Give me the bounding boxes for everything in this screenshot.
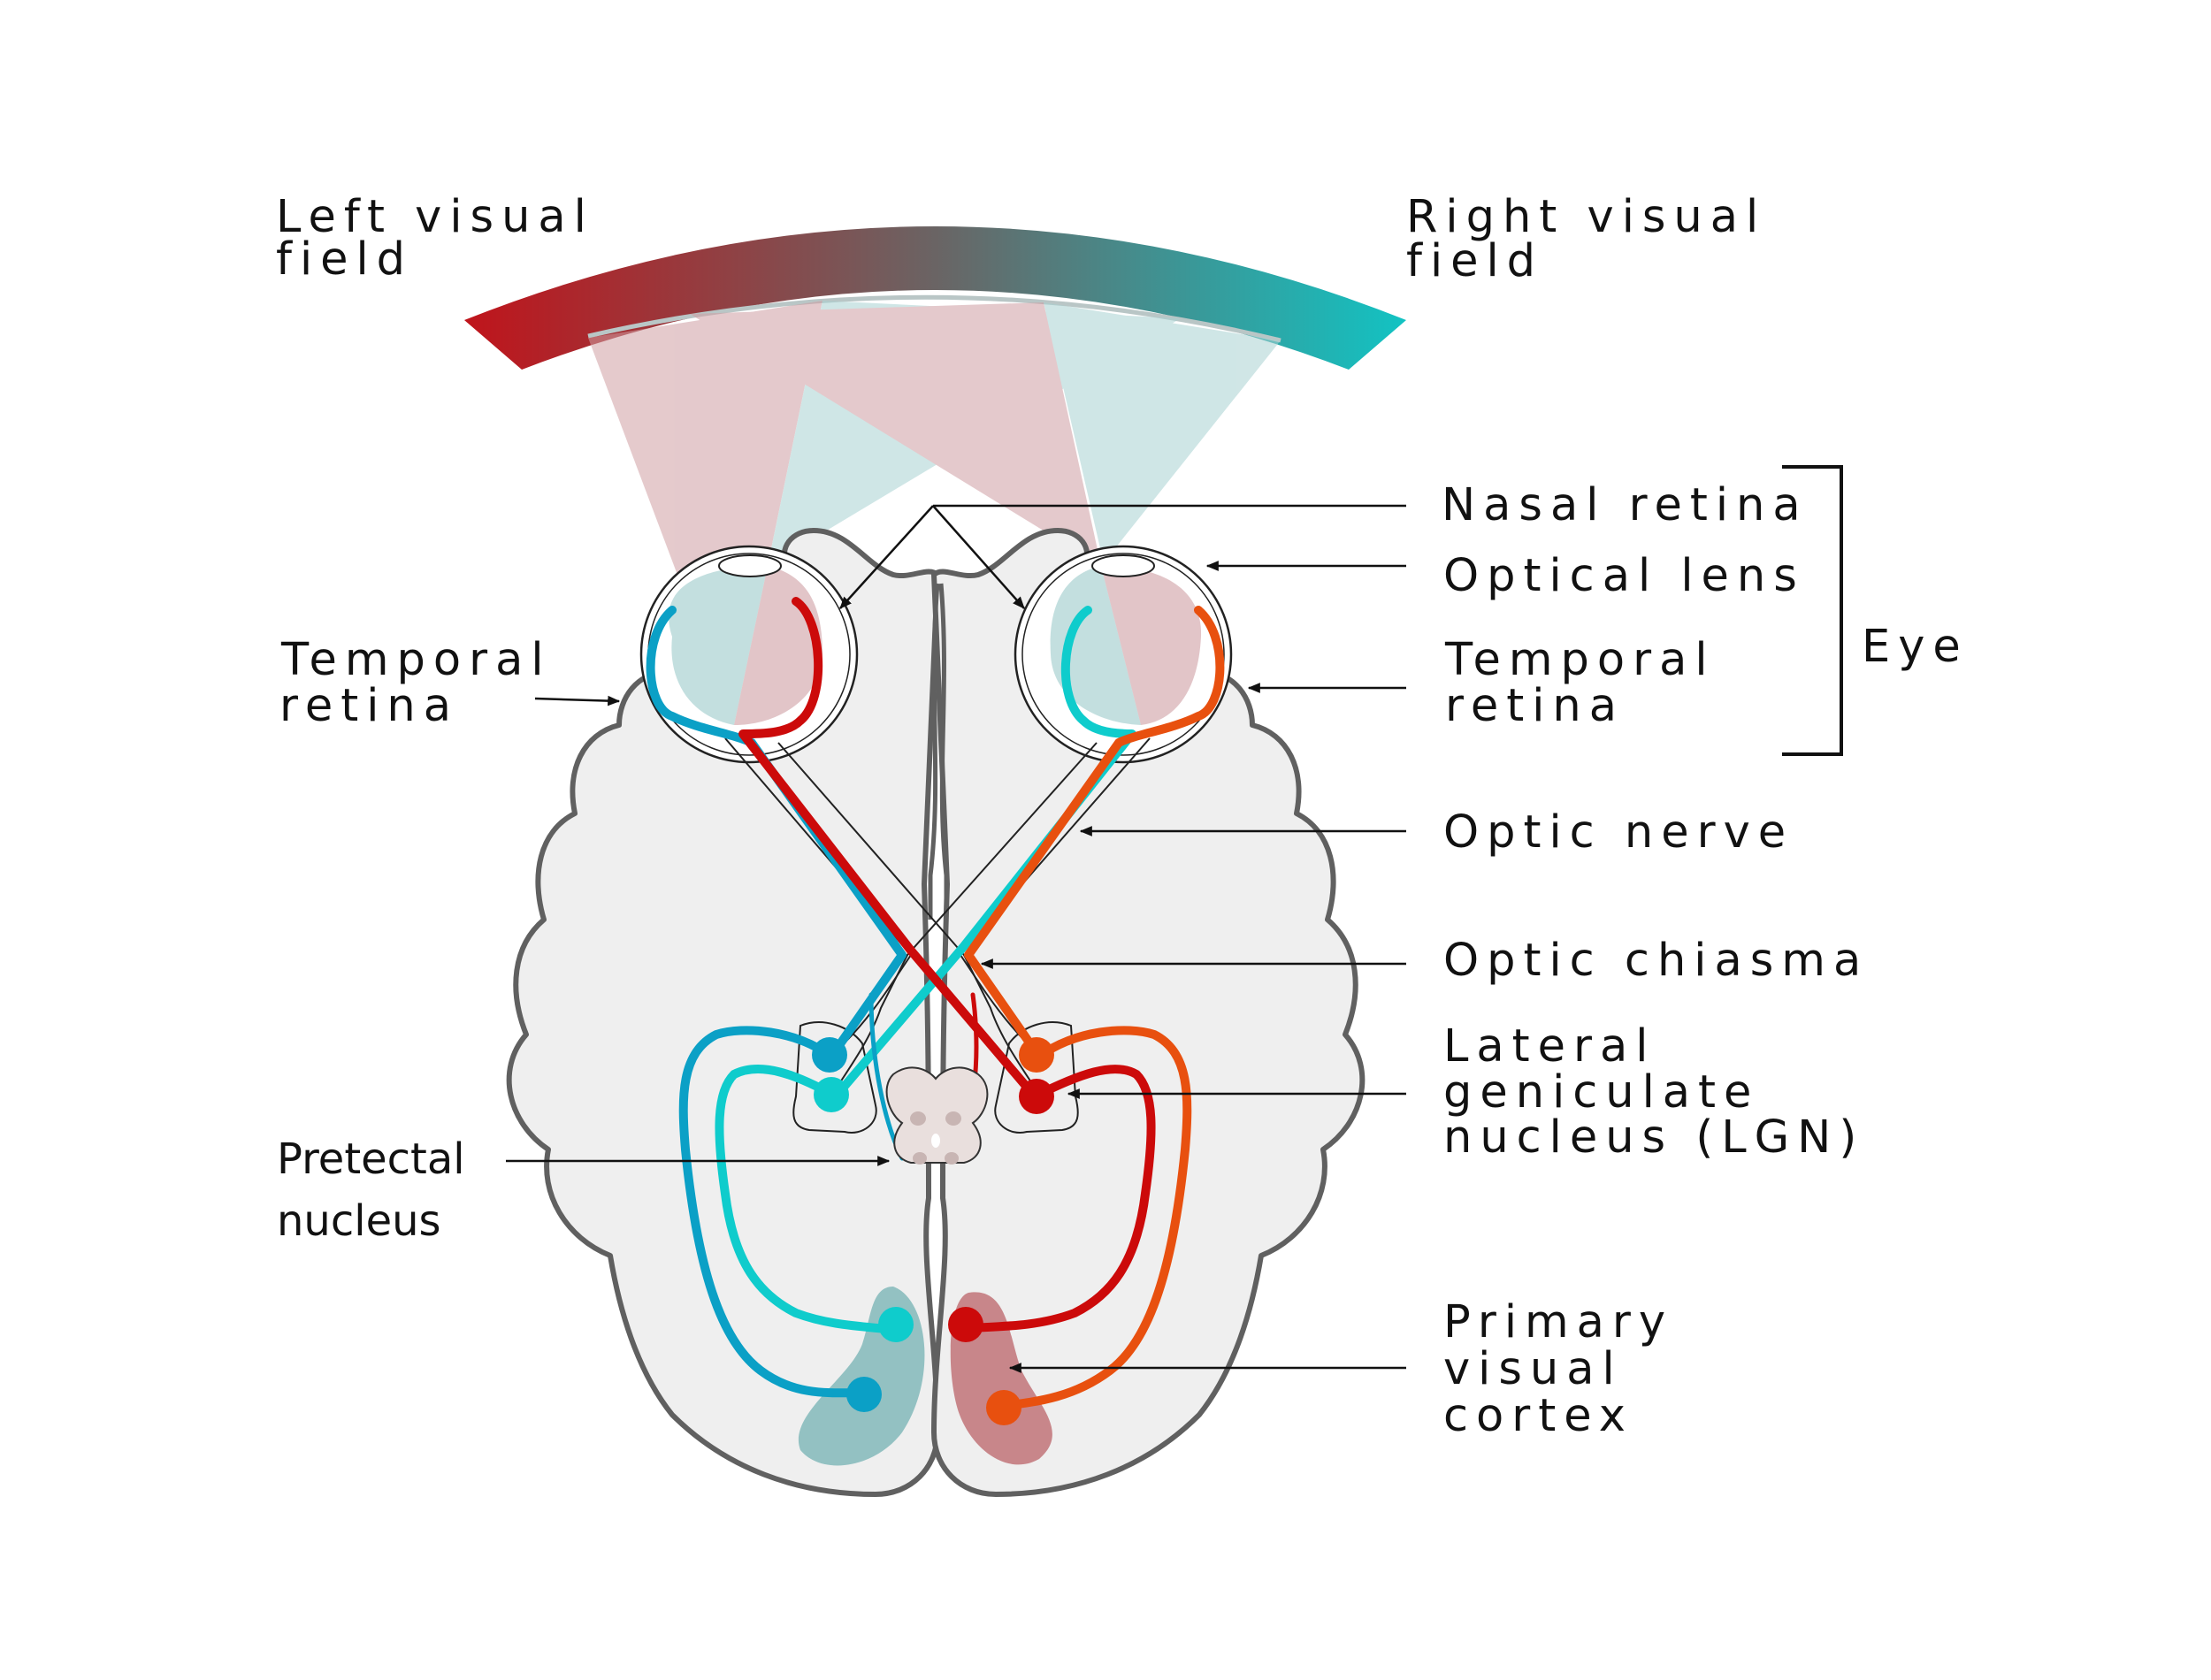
temporal-retina-right-label: Temporal (1444, 634, 1716, 686)
nasal-retina-label: Nasal retina (1442, 479, 1809, 531)
optic-chiasma-label: Optic chiasma (1443, 935, 1869, 987)
primary-visual-cortex-label-2: visual (1443, 1343, 1623, 1395)
lgn-label-3: nucleus (LGN) (1443, 1111, 1864, 1164)
cortex-orange-dot (986, 1390, 1021, 1425)
cortex-red-dot (948, 1307, 983, 1342)
orange-pathway (964, 606, 1225, 1410)
right-eye-red-cone (690, 302, 1101, 566)
temporal-retina-left-arrow (534, 695, 621, 706)
primary-visual-cortex-label: Primary (1443, 1296, 1673, 1348)
pretectal-dot-center (931, 1134, 940, 1148)
pretectal-dot-left (910, 1111, 926, 1126)
lgn-label: Lateral (1443, 1020, 1656, 1073)
right-visual-field-label-2: field (1406, 235, 1543, 287)
lgn-blue-dot (812, 1037, 847, 1073)
cortex-blue-dot (846, 1377, 882, 1412)
left-hemisphere (506, 528, 940, 1497)
visual-field-arc (464, 226, 1406, 370)
pretectal-dot-right (945, 1111, 961, 1126)
lgn-orange-dot (1019, 1037, 1054, 1073)
right-eye-chamber-teal (1050, 566, 1141, 725)
cyan-pathway (715, 606, 1136, 1335)
primary-visual-cortex-label-3: cortex (1443, 1390, 1633, 1442)
brain-outline (506, 528, 1366, 1497)
midline-fissure (928, 583, 949, 920)
lgn-red-dot (1019, 1079, 1054, 1114)
field-of-view-cones (588, 301, 1281, 725)
right-eyeball-inner (1021, 553, 1225, 756)
right-eye-chamber-red (1101, 566, 1202, 725)
optic-nerve-label: Optic nerve (1443, 806, 1794, 859)
cortex-cyan-dot (878, 1307, 914, 1342)
pretectal-nucleus-label: Pretectal (277, 1134, 465, 1184)
blue-pathway (646, 606, 907, 1398)
right-hemisphere (931, 528, 1366, 1497)
temporal-retina-right-label-2: retina (1445, 680, 1625, 732)
red-pathway (738, 597, 1156, 1333)
pretectal-nucleus-structure (885, 1066, 989, 1165)
pretectal-dot-bottom-left (913, 1152, 927, 1165)
lgn-label-2: geniculate (1443, 1066, 1759, 1119)
pretectal-dot-bottom-right (945, 1152, 959, 1165)
left-optical-lens-icon (718, 554, 782, 577)
left-visual-field-label-2: field (276, 233, 413, 286)
right-nerve-sheath-inner (836, 742, 1098, 1088)
nuclei-dots (812, 1037, 1054, 1425)
nasal-retina-arrow-right (932, 505, 1025, 609)
visual-field-inner-edge (587, 294, 1281, 343)
eye-bracket (1782, 465, 1843, 756)
pretectal-body (885, 1066, 989, 1164)
right-visual-field-label: Right visual (1406, 191, 1766, 243)
pretectal-nucleus-label-2: nucleus (277, 1196, 441, 1246)
temporal-retina-left-label: Temporal (280, 634, 552, 686)
left-nerve-sheath-inner (777, 742, 1036, 1088)
nasal-retina-arrow-left (839, 505, 934, 609)
neural-pathways (646, 597, 1225, 1410)
lgn-cyan-dot (814, 1077, 849, 1112)
temporal-retina-left-label-2: retina (279, 680, 459, 732)
left-eye-chamber-teal (669, 566, 768, 725)
left-visual-field-label: Left visual (276, 191, 594, 243)
optical-lens-label: Optical lens (1443, 550, 1805, 602)
right-eye-teal-cone (1044, 302, 1281, 725)
eye-label: Eye (1862, 621, 1969, 673)
left-eye-red-cone (588, 301, 822, 725)
right-optical-lens-icon (1091, 554, 1155, 577)
leader-lines (506, 465, 1843, 1373)
labels: Left visual field Right visual field Nas… (276, 191, 1969, 1442)
